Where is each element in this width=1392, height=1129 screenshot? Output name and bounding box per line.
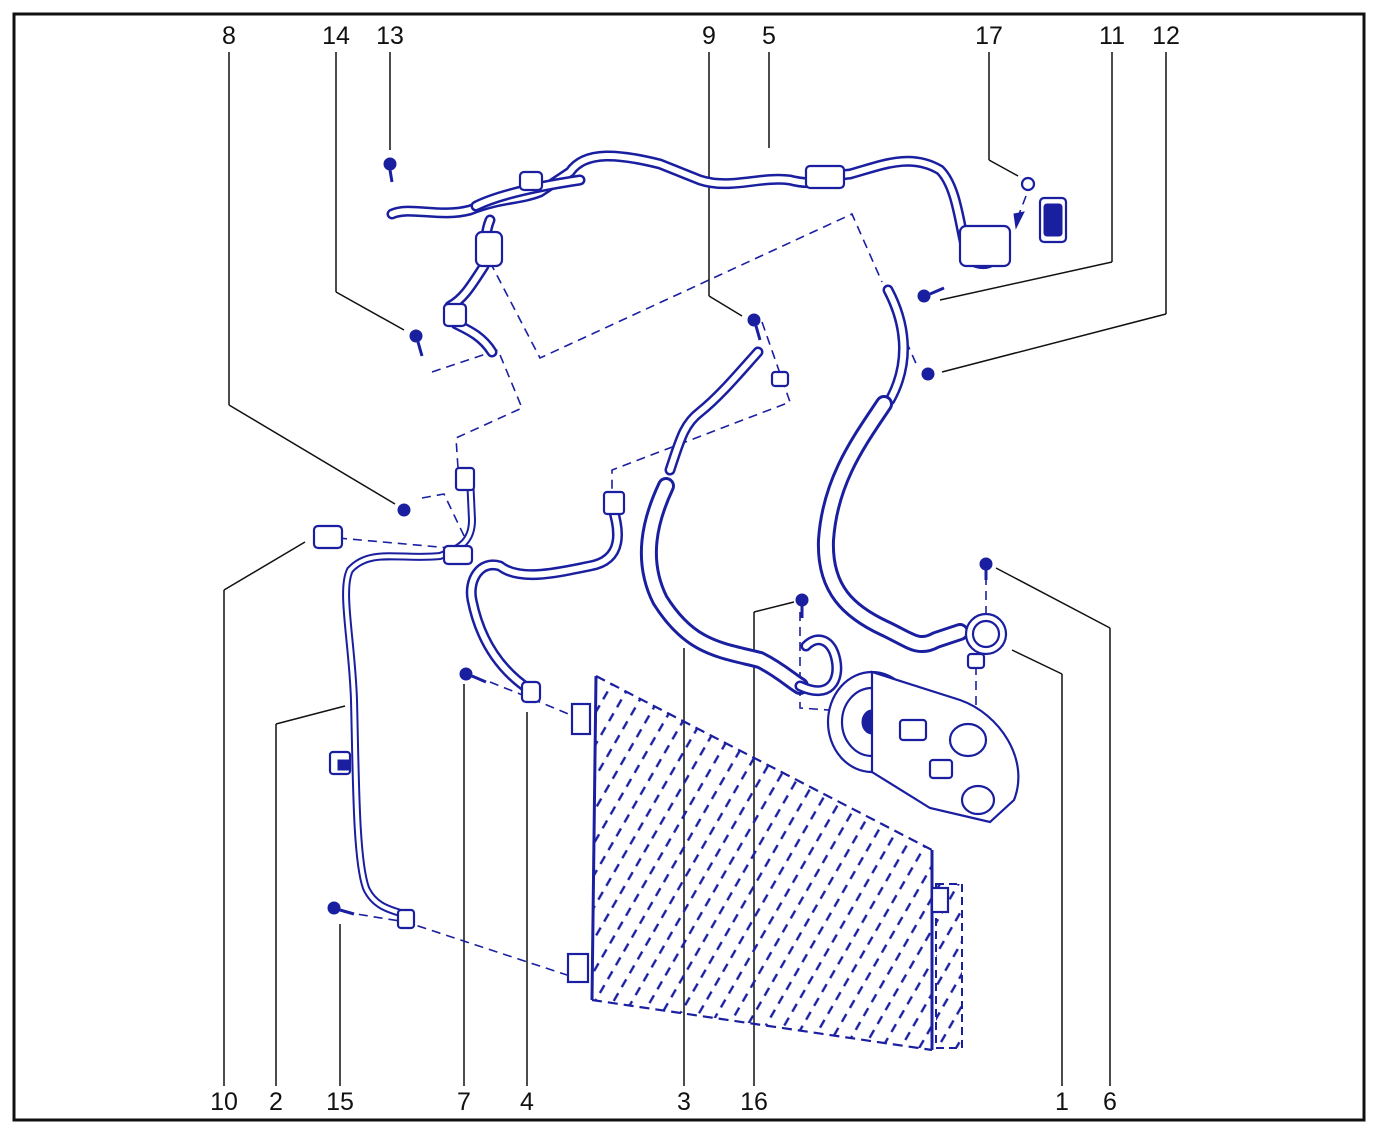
bolt-9 bbox=[747, 313, 762, 341]
bolt-11 bbox=[917, 286, 945, 303]
callout-15: 15 bbox=[326, 1088, 354, 1116]
callout-11: 11 bbox=[1099, 22, 1125, 50]
callout-13: 13 bbox=[376, 22, 404, 50]
callout-9: 9 bbox=[702, 22, 716, 50]
callout-12: 12 bbox=[1152, 22, 1180, 50]
bolt-14 bbox=[409, 329, 424, 357]
bolts bbox=[327, 157, 993, 916]
callout-4: 4 bbox=[520, 1088, 534, 1116]
callout-7: 7 bbox=[457, 1088, 471, 1116]
condenser bbox=[566, 675, 963, 1052]
callout-1: 1 bbox=[1055, 1088, 1069, 1116]
callout-17: 17 bbox=[975, 22, 1003, 50]
bolt-7 bbox=[459, 667, 487, 684]
callout-2: 2 bbox=[269, 1088, 283, 1116]
callout-5: 5 bbox=[762, 22, 776, 50]
compressor bbox=[826, 670, 1020, 824]
expansion-valve bbox=[1013, 176, 1068, 244]
callout-6: 6 bbox=[1103, 1088, 1117, 1116]
pipe-2 bbox=[312, 466, 476, 930]
bolt-6 bbox=[979, 557, 993, 580]
callout-labels: 8 14 13 9 5 17 11 12 10 2 15 7 4 3 16 1 … bbox=[210, 22, 1180, 1116]
hose-1 bbox=[816, 284, 1008, 670]
bolt-13 bbox=[383, 157, 397, 183]
callout-8: 8 bbox=[222, 22, 236, 50]
bolt-12 bbox=[921, 367, 935, 381]
bolt-8 bbox=[397, 503, 411, 517]
bolt-15 bbox=[327, 901, 355, 916]
callout-14: 14 bbox=[322, 22, 350, 50]
hose-3 bbox=[639, 477, 843, 697]
bolt-16 bbox=[795, 593, 809, 618]
callout-10: 10 bbox=[210, 1088, 238, 1116]
pipe-9 bbox=[664, 346, 790, 476]
pipe-4 bbox=[465, 490, 626, 704]
callout-3: 3 bbox=[677, 1088, 691, 1116]
pipe-5 bbox=[386, 150, 1012, 358]
callout-16: 16 bbox=[740, 1088, 768, 1116]
